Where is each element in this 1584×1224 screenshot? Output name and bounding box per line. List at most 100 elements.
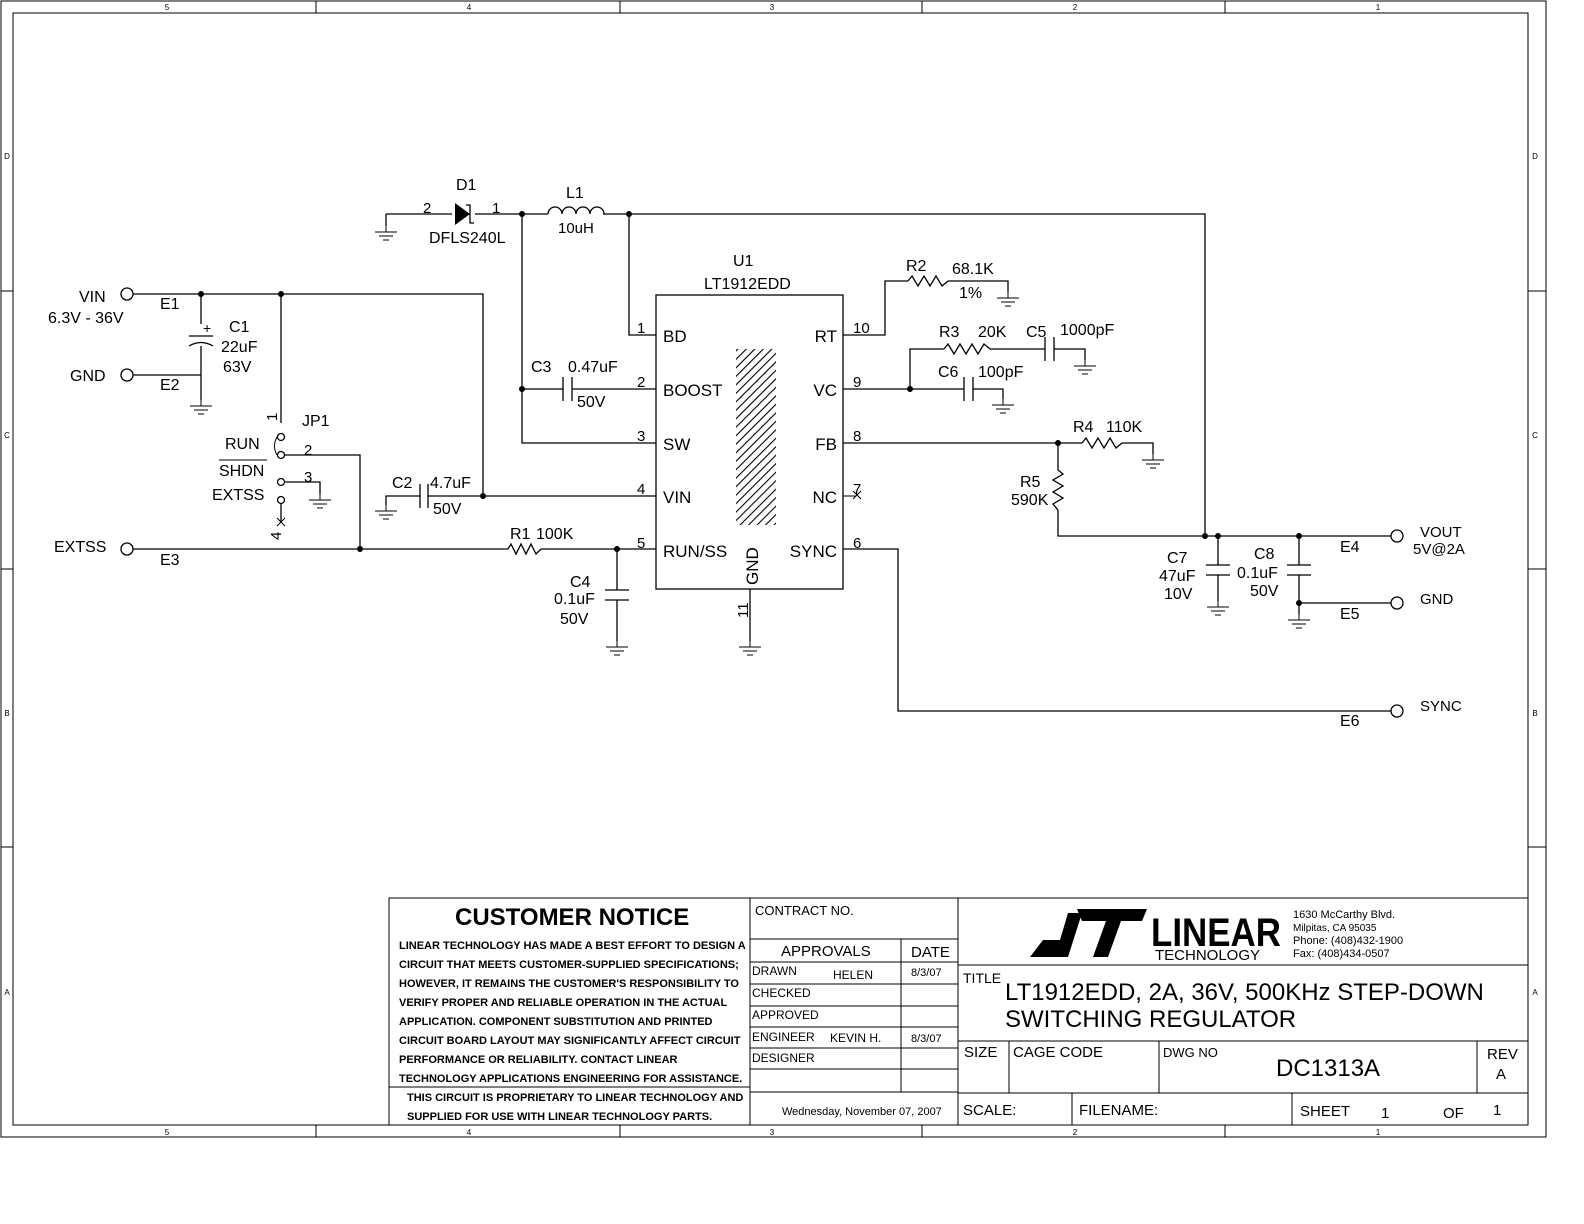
e5-label: GND bbox=[1420, 591, 1454, 608]
proprietary-line: SUPPLIED FOR USE WITH LINEAR TECHNOLOGY … bbox=[407, 1111, 712, 1123]
pin-number: 11 bbox=[735, 602, 752, 618]
e4-sub: 5V@2A bbox=[1413, 541, 1465, 558]
d1-pin: 2 bbox=[423, 200, 431, 217]
contract-label: CONTRACT NO. bbox=[755, 903, 854, 918]
jp1-jumper: JP1 1 2 3 4 RUN SHDN EXTSS bbox=[212, 413, 332, 540]
c6-ref: C6 bbox=[938, 364, 959, 381]
col-label: 5 bbox=[165, 3, 170, 12]
e2-ref: E2 bbox=[160, 377, 180, 394]
approval-role: APPROVED bbox=[752, 1008, 819, 1022]
pin-number: 7 bbox=[853, 481, 861, 498]
junction-dots bbox=[198, 211, 1302, 606]
approval-role: DESIGNER bbox=[752, 1051, 815, 1065]
pin-name: RUN/SS bbox=[663, 542, 727, 561]
c4-voltage: 50V bbox=[560, 611, 589, 628]
polarity-plus: + bbox=[203, 320, 211, 336]
jp1-pin: 3 bbox=[304, 469, 312, 486]
approvals-label: APPROVALS bbox=[781, 943, 871, 960]
notice-line: CIRCUIT BOARD LAYOUT MAY SIGNIFICANTLY A… bbox=[399, 1035, 741, 1047]
c4-value: 0.1uF bbox=[554, 591, 595, 608]
pin-number: 9 bbox=[853, 374, 861, 391]
e1-sub: 6.3V - 36V bbox=[48, 310, 124, 327]
col-label: 3 bbox=[770, 1128, 775, 1137]
e1-ref: E1 bbox=[160, 296, 180, 313]
r5-value: 590K bbox=[1011, 492, 1049, 509]
c8-capacitor: C8 0.1uF 50V bbox=[1237, 546, 1311, 629]
jp1-run: RUN bbox=[225, 436, 260, 453]
c2-voltage: 50V bbox=[433, 501, 462, 518]
row-label: B bbox=[1532, 709, 1537, 718]
col-label: 4 bbox=[467, 1128, 472, 1137]
terminal-e2: GND E2 bbox=[70, 368, 180, 394]
c8-value: 0.1uF bbox=[1237, 565, 1278, 582]
col-label: 1 bbox=[1376, 1128, 1381, 1137]
c1-voltage: 63V bbox=[223, 359, 252, 376]
pin-name: FB bbox=[815, 435, 837, 454]
d1-pin: 1 bbox=[492, 200, 500, 217]
logo-sub: TECHNOLOGY bbox=[1155, 947, 1260, 964]
c3-capacitor: C3 0.47uF 50V bbox=[531, 359, 618, 411]
e6-ref: E6 bbox=[1340, 713, 1360, 730]
u1-ref: U1 bbox=[733, 253, 754, 270]
address-line: Milpitas, CA 95035 bbox=[1293, 923, 1377, 934]
cage-label: CAGE CODE bbox=[1013, 1044, 1103, 1061]
c2-value: 4.7uF bbox=[430, 475, 471, 492]
col-label: 1 bbox=[1376, 3, 1381, 12]
dwg-number: DC1313A bbox=[1276, 1055, 1380, 1082]
pin-number: 10 bbox=[853, 320, 870, 337]
c7-capacitor: C7 47uF 10V bbox=[1159, 550, 1230, 616]
c3-ref: C3 bbox=[531, 359, 552, 376]
e6-label: SYNC bbox=[1420, 698, 1462, 715]
scale-label: SCALE: bbox=[963, 1102, 1016, 1119]
r4-resistor: R4 110K bbox=[1073, 419, 1165, 469]
jp1-extss: EXTSS bbox=[212, 487, 264, 504]
rev-label: REV bbox=[1487, 1046, 1518, 1063]
row-label: C bbox=[4, 431, 10, 440]
terminal-e6: SYNC E6 bbox=[1340, 698, 1462, 730]
nc-mark bbox=[843, 490, 862, 500]
col-label: 4 bbox=[467, 3, 472, 12]
c1-value: 22uF bbox=[221, 339, 258, 356]
r3-resistor: R3 20K bbox=[939, 324, 1007, 356]
pin-number: 1 bbox=[637, 320, 645, 337]
r2-ref: R2 bbox=[906, 258, 927, 275]
pin-name: NC bbox=[812, 488, 837, 507]
pin-number: 4 bbox=[637, 481, 645, 498]
logo-text: LINEAR bbox=[1151, 911, 1281, 955]
c5-value: 1000pF bbox=[1060, 322, 1114, 339]
r1-resistor: R1 100K bbox=[507, 526, 574, 556]
title-block: CUSTOMER NOTICE LINEAR TECHNOLOGY HAS MA… bbox=[388, 897, 1529, 1126]
approval-date: 8/3/07 bbox=[911, 1033, 942, 1045]
pin-number: 6 bbox=[853, 535, 861, 552]
notice-title: CUSTOMER NOTICE bbox=[455, 904, 689, 931]
r2-resistor: R2 68.1K 1% bbox=[906, 258, 1020, 307]
e1-label: VIN bbox=[79, 289, 106, 306]
d1-ref: D1 bbox=[456, 177, 477, 194]
ground-icon bbox=[738, 640, 762, 656]
c3-voltage: 50V bbox=[577, 394, 606, 411]
row-label: D bbox=[1532, 152, 1538, 161]
l1-inductor: L1 10uH bbox=[547, 185, 605, 237]
rev-value: A bbox=[1496, 1066, 1506, 1083]
terminal-e5: GND E5 bbox=[1340, 591, 1454, 623]
approval-role: ENGINEER bbox=[752, 1030, 815, 1044]
l1-value: 10uH bbox=[558, 220, 594, 237]
c2-ref: C2 bbox=[392, 475, 413, 492]
jp1-ref: JP1 bbox=[302, 413, 330, 430]
pin-number: 5 bbox=[637, 535, 645, 552]
address-line: 1630 McCarthy Blvd. bbox=[1293, 909, 1395, 921]
r4-ref: R4 bbox=[1073, 419, 1094, 436]
terminal-e4: VOUT 5V@2A E4 bbox=[1340, 524, 1465, 558]
company-logo: LINEAR TECHNOLOGY bbox=[1030, 909, 1281, 964]
r3-value: 20K bbox=[978, 324, 1007, 341]
pin-name: BD bbox=[663, 327, 687, 346]
pin-name: RT bbox=[815, 327, 837, 346]
proprietary-line: THIS CIRCUIT IS PROPRIETARY TO LINEAR TE… bbox=[407, 1092, 743, 1104]
d1-diode: D1 DFLS240L 2 1 bbox=[374, 177, 506, 247]
c7-voltage: 10V bbox=[1164, 586, 1193, 603]
e2-label: GND bbox=[70, 368, 106, 385]
r1-ref: R1 bbox=[510, 526, 531, 543]
col-label: 2 bbox=[1073, 3, 1078, 12]
r2-tol: 1% bbox=[959, 285, 982, 302]
e4-ref: E4 bbox=[1340, 539, 1360, 556]
